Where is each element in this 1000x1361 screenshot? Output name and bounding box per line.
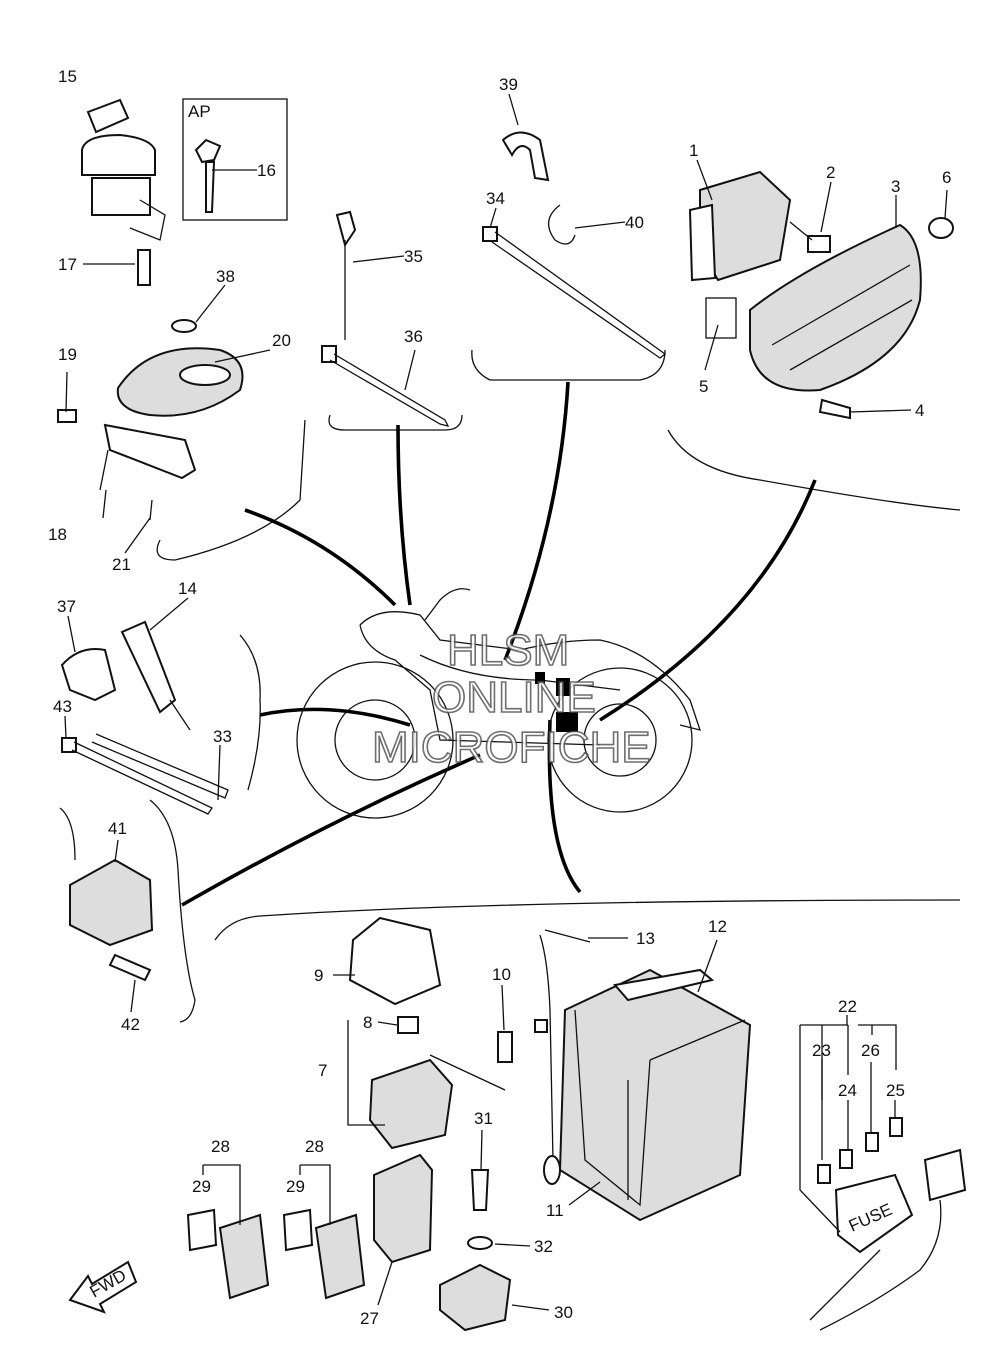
callout-12[interactable]: 12 <box>708 917 727 936</box>
callout-42[interactable]: 42 <box>121 1015 140 1034</box>
clamp-and-tie-top <box>482 131 667 359</box>
callout-31[interactable]: 31 <box>474 1109 493 1128</box>
callout-29-right[interactable]: 29 <box>286 1177 305 1196</box>
callout-labels: 1 2 3 4 5 6 7 8 9 10 11 12 13 14 15 16 1… <box>48 67 951 1328</box>
watermark-line-1: HLSM <box>447 626 569 675</box>
wire-band-assembly <box>321 210 450 427</box>
starter-relay-left <box>59 807 154 982</box>
callout-7[interactable]: 7 <box>318 1061 327 1080</box>
callout-24[interactable]: 24 <box>838 1081 857 1100</box>
callout-5[interactable]: 5 <box>699 377 708 396</box>
callout-17[interactable]: 17 <box>58 255 77 274</box>
callout-leaders <box>64 93 948 1311</box>
callout-36[interactable]: 36 <box>404 327 423 346</box>
ap-label: AP <box>188 102 211 121</box>
callout-16[interactable]: 16 <box>257 161 276 180</box>
callout-22[interactable]: 22 <box>838 997 857 1016</box>
callout-1[interactable]: 1 <box>689 141 698 160</box>
callout-28-right[interactable]: 28 <box>305 1137 324 1156</box>
rectifier-assembly <box>688 170 954 420</box>
watermark: HLSM ONLINE MICROFICHE <box>371 625 651 773</box>
callout-32[interactable]: 32 <box>534 1237 553 1256</box>
callout-30[interactable]: 30 <box>554 1303 573 1322</box>
ap-inset-box: AP <box>182 98 288 221</box>
callout-25[interactable]: 25 <box>886 1081 905 1100</box>
main-switch-assembly <box>81 98 166 286</box>
callout-11[interactable]: 11 <box>546 1201 564 1220</box>
callout-13[interactable]: 13 <box>636 929 655 948</box>
callout-37[interactable]: 37 <box>57 597 76 616</box>
callout-20[interactable]: 20 <box>272 331 291 350</box>
callout-2[interactable]: 2 <box>826 163 835 182</box>
callout-21[interactable]: 21 <box>112 555 131 574</box>
motorcycle-silhouette <box>296 588 701 819</box>
callout-26[interactable]: 26 <box>861 1041 880 1060</box>
watermark-line-2: ONLINE <box>432 673 596 722</box>
bottom-electrical-parts: FUSE <box>186 916 967 1332</box>
sensor-and-clamps-left <box>60 620 229 815</box>
callout-3[interactable]: 3 <box>891 177 900 196</box>
callout-38[interactable]: 38 <box>216 267 235 286</box>
callout-35[interactable]: 35 <box>404 247 423 266</box>
callout-15[interactable]: 15 <box>58 67 77 86</box>
callout-23[interactable]: 23 <box>812 1041 831 1060</box>
callout-33[interactable]: 33 <box>213 727 232 746</box>
callout-9[interactable]: 9 <box>314 966 323 985</box>
callout-14[interactable]: 14 <box>178 579 197 598</box>
callout-10[interactable]: 10 <box>492 965 511 984</box>
group-boundaries <box>149 349 961 1023</box>
callout-18[interactable]: 18 <box>48 525 67 544</box>
leader-wires <box>181 381 817 907</box>
callout-41[interactable]: 41 <box>108 819 127 838</box>
callout-8[interactable]: 8 <box>363 1013 372 1032</box>
callout-19[interactable]: 19 <box>58 345 77 364</box>
callout-43[interactable]: 43 <box>53 697 72 716</box>
forward-direction-arrow: FWD <box>68 1260 138 1314</box>
callout-4[interactable]: 4 <box>915 401 924 420</box>
callout-34[interactable]: 34 <box>486 189 505 208</box>
callout-29-left[interactable]: 29 <box>192 1177 211 1196</box>
callout-28-left[interactable]: 28 <box>211 1137 230 1156</box>
callout-40[interactable]: 40 <box>625 213 644 232</box>
callout-27[interactable]: 27 <box>360 1309 379 1328</box>
callout-39[interactable]: 39 <box>499 75 518 94</box>
watermark-line-3: MICROFICHE <box>372 723 651 772</box>
meter-cover-assembly <box>57 319 244 521</box>
callout-6[interactable]: 6 <box>942 168 951 187</box>
